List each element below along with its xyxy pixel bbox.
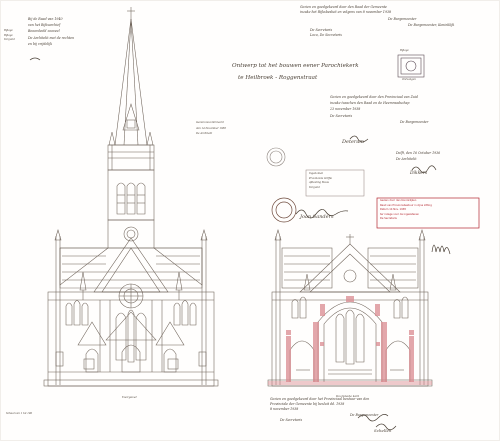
- note-line: Vergund: [309, 185, 320, 189]
- note-line: Afdeeling Bouw: [309, 181, 329, 184]
- signature-strokes: [29, 57, 451, 431]
- note-line: De Secretaris: [310, 27, 333, 32]
- note-line: Bijlage: [4, 29, 13, 32]
- note-line: Vergund: [4, 38, 15, 41]
- note-right-date: Delft, den 16 October 1936 De Architekt: [396, 151, 441, 162]
- note-line: 8 november 1938: [270, 407, 299, 412]
- red-stamp-text: Gezien door den Koninklijken Raad van Pr…: [380, 199, 432, 221]
- center-stamp-text: Gezien Gecontroleerd den 14 November 193…: [196, 121, 226, 136]
- postmark-text: Ontvangen: [402, 78, 416, 81]
- postmark-stamp: [397, 54, 425, 78]
- note-line: Provinciale Griffie: [309, 176, 333, 180]
- note-line: Gezien en goedgekeurd door den Provincia…: [330, 95, 418, 99]
- note-line: De Burgemeester, Koninklijk: [408, 22, 455, 27]
- note-line: 23 november 1938: [330, 107, 361, 112]
- note-line: De Architekt: [196, 132, 213, 135]
- round-seal: [266, 147, 286, 167]
- note-line: den 14 November 1938: [196, 126, 226, 130]
- note-line: Bij de Raad van 1940: [28, 17, 63, 21]
- label-front-elevation: Voorgevel: [122, 395, 137, 399]
- signature-right: Dikkers: [410, 171, 428, 176]
- note-line: Gezien en goedgekeurd door den Raad der …: [300, 5, 387, 9]
- note-line: Bijlage: [4, 33, 13, 37]
- note-line: Gezien en goedgekeurd door het Provincia…: [270, 397, 370, 401]
- note-line: Beoordeeld zooveel: [28, 29, 60, 34]
- note-line: Gezien door den Koninklijken: [380, 199, 417, 202]
- mid-stamp: [305, 169, 365, 197]
- note-line: ter inzage voor de ingezetenen: [380, 212, 420, 216]
- wax-seal: [271, 197, 297, 223]
- note-line: Datum 14 Nov. 1938: [380, 208, 406, 211]
- label-section: Doorsnede kerk: [336, 394, 360, 398]
- note-bottom-right: Gezien en goedgekeurd door het Provincia…: [270, 397, 378, 422]
- note-line: van het Rijksarchief: [28, 23, 61, 28]
- section-cut-wash: [268, 296, 432, 385]
- note-line: De Secretaris: [280, 417, 303, 422]
- mid-stamp-text: Ingekomen Provinciale Griffie Afdeeling …: [309, 172, 333, 189]
- note-line: Delft, den 16 October 1936: [396, 151, 441, 155]
- signature-main: Joan Sanders: [300, 214, 334, 220]
- note-top-right: Gezien en goedgekeurd door den Raad der …: [300, 5, 454, 37]
- note-top-left: Bij de Raad van 1940 van het Rijksarchie…: [28, 17, 75, 46]
- note-line: De Burgemeester: [350, 412, 379, 417]
- note-line: De Burgemeester: [388, 17, 417, 22]
- note-line: en bij vrijdelijk: [28, 41, 53, 46]
- signature-mid: Deteram: [342, 139, 365, 145]
- note-far-left: Bijlage Bijlage Vergund: [4, 29, 15, 42]
- note-line: Raad van Provinciebestuur in zijne zitti…: [380, 203, 432, 207]
- note-middle-right: Gezien en goedgekeurd door den Provincia…: [330, 95, 428, 124]
- note-line: De Secretaris: [330, 113, 353, 118]
- note-line: De Burgemeester: [400, 119, 429, 124]
- drawing-title: Ontwerp tot het bouwen eener Parochieker…: [232, 63, 359, 69]
- note-line: Ingekomen: [309, 172, 324, 175]
- scale-note: Schaal van 1 tot 100: [6, 412, 33, 415]
- note-line: Provinciale der Gemeente bij besluit dd.…: [270, 402, 345, 407]
- note-line: De Architekt: [396, 157, 417, 162]
- drawing-subtitle: te Heilbroek - Roggenstraat: [238, 75, 318, 81]
- postmark-text: Bijlage: [400, 49, 409, 52]
- note-line: De Architekt met de rechten: [28, 35, 75, 40]
- note-line: inzake tusschen den Raad en de Heemraads…: [330, 101, 410, 106]
- note-line: inzake het Rijksbesluit en volgens van 8…: [300, 10, 392, 15]
- note-line: Loco, De Secretaris: [310, 33, 342, 38]
- front-elevation: [43, 7, 219, 387]
- note-line: De Secretaris: [380, 217, 397, 220]
- note-line: Gezien Gecontroleerd: [196, 121, 224, 124]
- red-approval-stamp: [376, 197, 480, 229]
- signature-bottom: Schellen: [374, 428, 392, 433]
